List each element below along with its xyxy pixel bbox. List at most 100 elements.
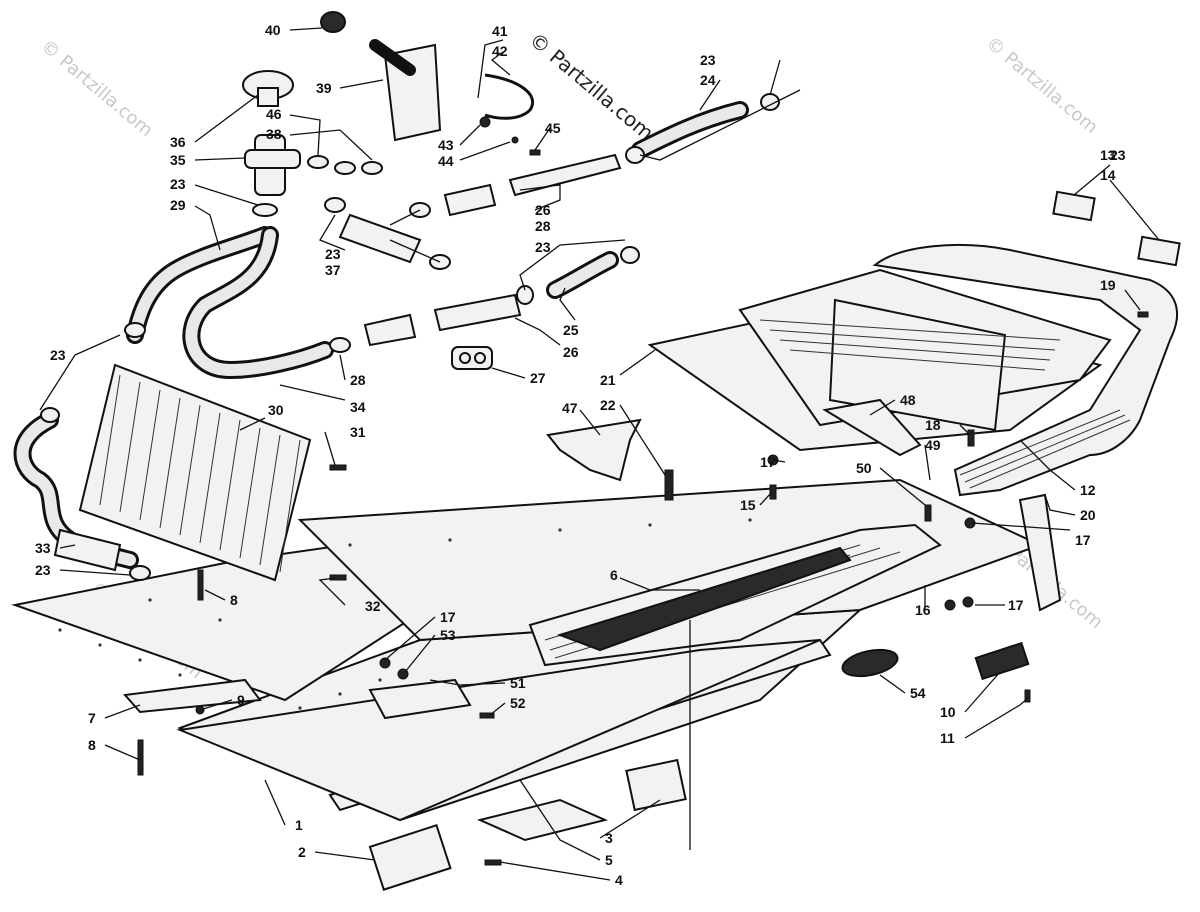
callout-6: 6 [610, 567, 618, 583]
callout-17-b: 17 [1075, 532, 1091, 548]
callout-43: 43 [438, 137, 454, 153]
callout-50: 50 [856, 460, 872, 476]
callout-19: 19 [1100, 277, 1116, 293]
callout-23-g: 23 [35, 562, 51, 578]
callout-53: 53 [440, 627, 456, 643]
callout-12: 12 [1080, 482, 1096, 498]
callout-24: 24 [700, 72, 716, 88]
tube-28-upper [443, 183, 497, 217]
callout-1: 1 [295, 817, 303, 833]
bracket-48 [822, 398, 922, 457]
watermark-top-left: © Partzilla.com [37, 36, 157, 141]
callout-23-e: 23 [1110, 147, 1126, 163]
callout-27: 27 [530, 370, 546, 386]
hose-34 [182, 226, 334, 379]
fasteners [137, 116, 1149, 866]
hose-29 [126, 226, 274, 344]
bracket-47 [546, 418, 642, 482]
decal-14 [1137, 235, 1181, 267]
coolant-reservoir [320, 11, 442, 142]
callout-8-a: 8 [230, 592, 238, 608]
callout-46: 46 [266, 106, 282, 122]
reflector [974, 641, 1030, 681]
filler-neck [242, 70, 301, 196]
watermark-top-right: © Partzilla.com [982, 33, 1102, 138]
emblem [841, 648, 899, 678]
callout-13: 13 [1100, 147, 1116, 163]
callout-31: 31 [350, 424, 366, 440]
callout-40: 40 [265, 22, 281, 38]
callout-44: 44 [438, 153, 454, 169]
callout-28-a: 28 [535, 218, 551, 234]
callout-42: 42 [492, 43, 508, 59]
hose-24 [631, 101, 749, 159]
callout-37: 37 [325, 262, 341, 278]
callout-41: 41 [492, 23, 508, 39]
callout-29: 29 [170, 197, 186, 213]
rear-bumper [872, 244, 1179, 497]
tube-26-lower [433, 293, 522, 332]
callout-23-c: 23 [535, 239, 551, 255]
callout-3: 3 [605, 830, 613, 846]
rear-frame [647, 268, 1112, 452]
callout-36: 36 [170, 134, 186, 150]
callout-39: 39 [316, 80, 332, 96]
callout-20: 20 [1080, 507, 1096, 523]
plate-2 [368, 824, 452, 891]
callout-21: 21 [600, 372, 616, 388]
callout-14: 14 [1100, 167, 1116, 183]
callout-16: 16 [915, 602, 931, 618]
hitch-bracket [1018, 493, 1062, 612]
callout-51: 51 [510, 675, 526, 691]
callout-8-b: 8 [88, 737, 96, 753]
callout-4: 4 [615, 872, 623, 888]
callout-11: 11 [940, 730, 955, 746]
callout-9: 9 [237, 692, 245, 708]
small-fittings [307, 155, 383, 175]
callout-5: 5 [605, 852, 613, 868]
callout-23-a: 23 [170, 176, 186, 192]
grommet [451, 346, 493, 370]
hose-25 [546, 251, 619, 299]
heat-exchanger [78, 363, 312, 582]
callout-10: 10 [940, 704, 956, 720]
callout-48: 48 [900, 392, 916, 408]
callout-23-f: 23 [50, 347, 66, 363]
plate-3 [625, 758, 687, 812]
pad-5 [476, 798, 609, 842]
callout-45: 45 [545, 120, 561, 136]
callout-32: 32 [365, 598, 381, 614]
callout-49: 49 [925, 437, 941, 453]
tube-37 [338, 213, 422, 264]
floor-board [176, 639, 821, 822]
callout-15: 15 [740, 497, 756, 513]
callout-30: 30 [268, 402, 284, 418]
callout-23-b: 23 [325, 246, 341, 262]
callout-33: 33 [35, 540, 51, 556]
callout-34: 34 [350, 399, 366, 415]
callout-17-d: 17 [440, 609, 456, 625]
clamps [40, 93, 780, 581]
decal-13 [1052, 190, 1096, 222]
callout-38: 38 [266, 126, 282, 142]
callout-17-a: 17 [760, 454, 776, 470]
callout-18: 18 [925, 417, 941, 433]
callout-26-a: 26 [535, 202, 551, 218]
overflow-hose [484, 73, 534, 120]
hinge-bracket [368, 678, 472, 720]
callout-35: 35 [170, 152, 186, 168]
callout-52: 52 [510, 695, 526, 711]
callout-23-d: 23 [700, 52, 716, 68]
tube-26-upper [508, 153, 622, 197]
callout-2: 2 [298, 844, 306, 860]
callout-54: 54 [910, 685, 926, 701]
tunnel [528, 523, 942, 667]
callout-26-b: 26 [563, 344, 579, 360]
tube-28-lower [363, 313, 417, 347]
callout-28-b: 28 [350, 372, 366, 388]
callout-17-c: 17 [1008, 597, 1024, 613]
callout-47: 47 [562, 400, 578, 416]
callout-labels: 40 41 42 39 36 46 38 43 44 45 35 23 29 2… [35, 22, 1126, 888]
tube-33 [53, 528, 122, 572]
